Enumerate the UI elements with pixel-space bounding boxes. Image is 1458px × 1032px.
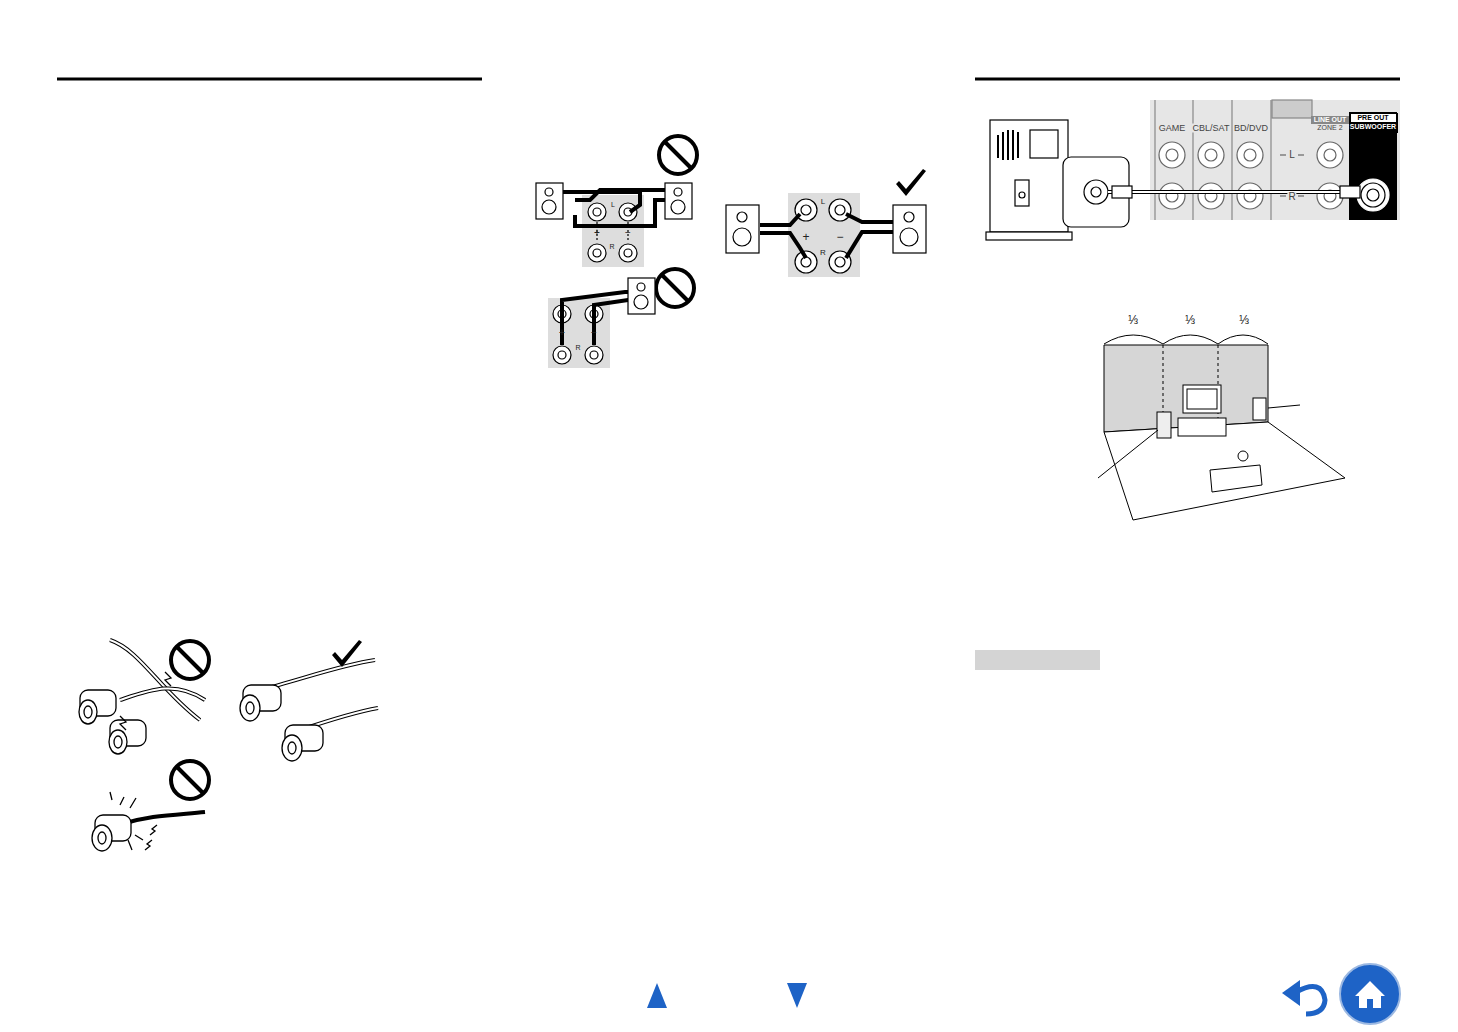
pre-out-label: PRE OUTSUBWOOFER: [1349, 113, 1398, 133]
panel-label: L: [821, 198, 825, 206]
panel-label: +: [594, 228, 600, 238]
jack-label: SUBWOOFER: [1349, 123, 1398, 131]
panel-label: R: [1287, 192, 1296, 202]
panel-label: −: [836, 231, 843, 243]
line-out-label: LINE OUTZONE 2: [1311, 116, 1349, 132]
jack-label: PRE OUT: [1351, 114, 1396, 122]
panel-label: R: [575, 344, 580, 351]
panel-label: ⅓: [1239, 314, 1249, 326]
panel-label: +: [802, 231, 809, 243]
jack-label: ZONE 2: [1311, 124, 1349, 132]
panel-label: ⅓: [1185, 314, 1195, 326]
panel-label: +: [559, 328, 565, 338]
jack-label: LINE OUT: [1311, 116, 1349, 124]
panel-label: ⅓: [1128, 314, 1138, 326]
panel-label: L: [611, 201, 615, 208]
panel-label: −: [625, 228, 631, 238]
panel-label: BD/DVD: [1233, 124, 1269, 133]
panel-label: L: [1288, 150, 1296, 160]
panel-label: CBL/SAT: [1192, 124, 1231, 133]
panel-label: −: [591, 328, 597, 338]
panel-label: R: [820, 249, 826, 257]
panel-label: R: [609, 243, 614, 250]
panel-label: GAME: [1158, 124, 1187, 133]
